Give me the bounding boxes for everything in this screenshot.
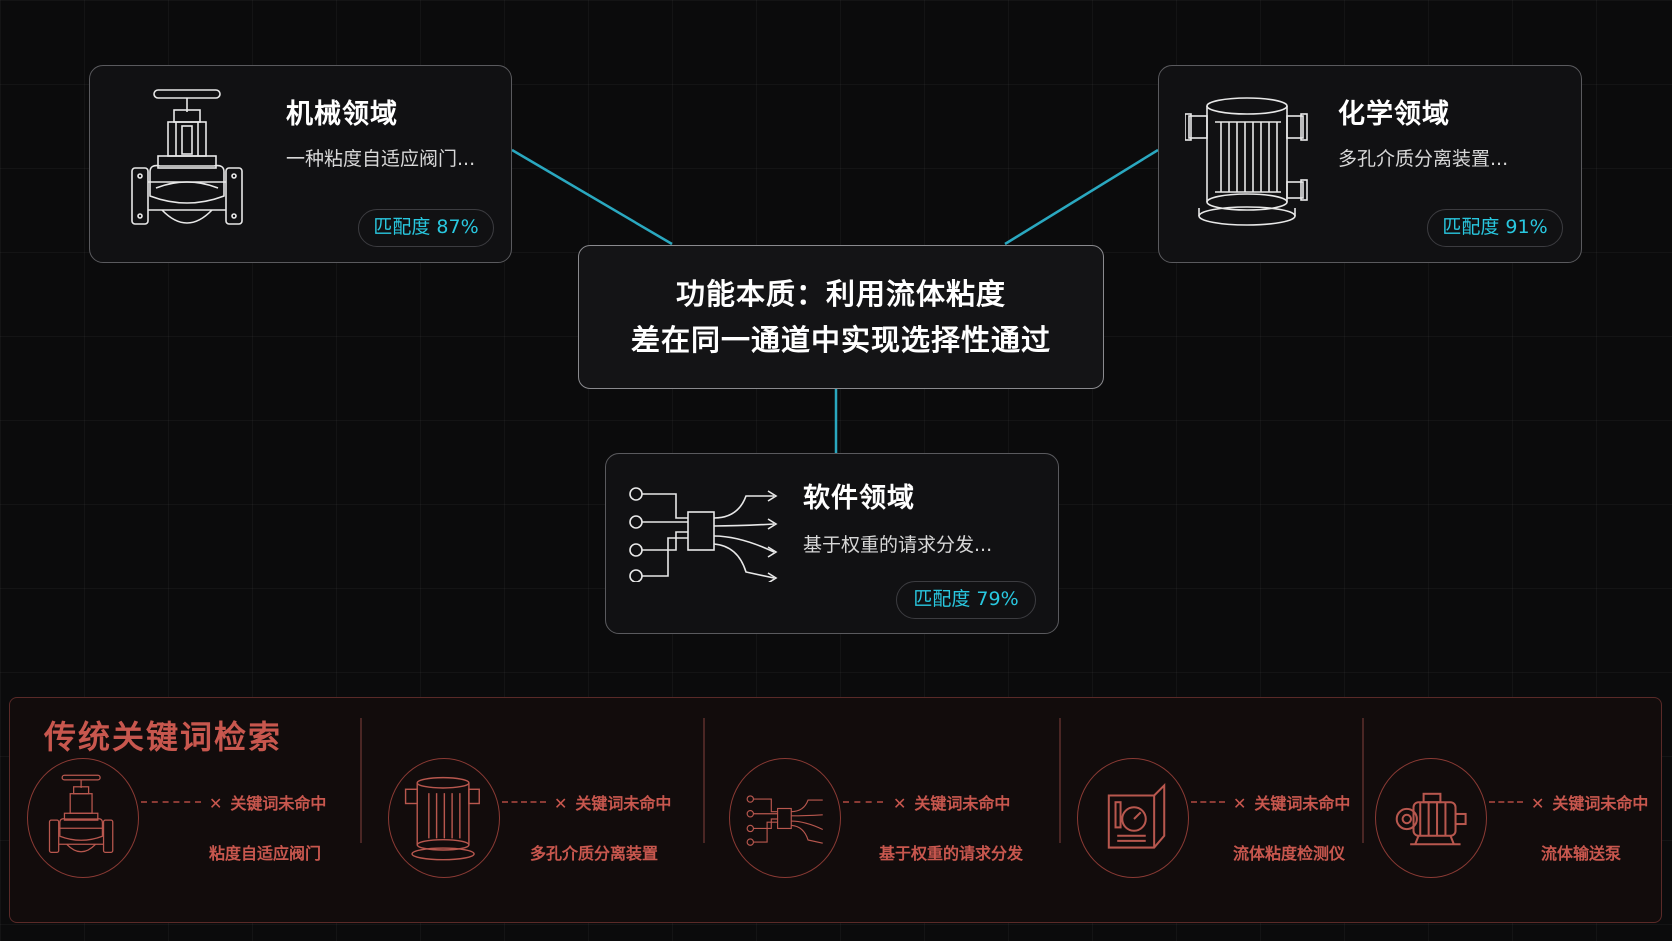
keyword-miss-label: ✕关键词未命中 (209, 794, 327, 813)
match-badge: 匹配度 91% (1427, 209, 1563, 247)
keyword-text: 流体粘度检测仪 (1233, 844, 1346, 863)
core-function-line-1: 功能本质：利用流体粘度 (675, 277, 1006, 311)
core-function-box: 功能本质：利用流体粘度 差在同一通道中实现选择性通过 (578, 245, 1104, 389)
cross-icon: ✕ (1233, 794, 1247, 813)
card-title: 机械领域 (286, 99, 398, 130)
request-distribution-icon (729, 758, 841, 878)
panel-title: 传统关键词检索 (44, 718, 283, 756)
cross-icon: ✕ (209, 794, 223, 813)
match-badge: 匹配度 79% (896, 581, 1036, 619)
dashed-connector (141, 801, 201, 803)
valve-icon (27, 758, 139, 878)
card-description: 多孔介质分离装置... (1338, 148, 1509, 170)
dashed-connector (1489, 801, 1523, 803)
dashed-connector (502, 801, 546, 803)
keyword-text: 粘度自适应阀门 (209, 844, 322, 863)
keyword-text: 多孔介质分离装置 (530, 844, 659, 863)
dashed-connector (1191, 801, 1225, 803)
cross-icon: ✕ (554, 794, 568, 813)
viscometer-icon (1077, 758, 1189, 878)
keyword-miss-label: ✕关键词未命中 (1233, 794, 1351, 813)
card-title: 化学领域 (1338, 99, 1450, 130)
traditional-search-panel: 传统关键词检索 ✕关键词未命中 粘度自适应阀门 (9, 697, 1662, 923)
separator-icon (388, 758, 500, 878)
card-description: 基于权重的请求分发... (803, 534, 993, 556)
core-function-line-2: 差在同一通道中实现选择性通过 (630, 323, 1051, 357)
pump-icon (1375, 758, 1487, 878)
search-result-item: ✕关键词未命中 流体输送泵 (1375, 758, 1655, 888)
divider (1059, 718, 1061, 843)
keyword-text: 流体输送泵 (1541, 844, 1622, 863)
software-domain-card[interactable]: 软件领域 基于权重的请求分发... 匹配度 79% (605, 453, 1059, 634)
card-title: 软件领域 (803, 483, 915, 514)
valve-icon (131, 89, 243, 225)
cross-icon: ✕ (893, 794, 907, 813)
keyword-miss-label: ✕关键词未命中 (1531, 794, 1649, 813)
card-description: 一种粘度自适应阀门... (286, 148, 476, 170)
divider (703, 718, 705, 843)
separator-icon (1185, 97, 1308, 226)
match-badge: 匹配度 87% (358, 209, 494, 247)
divider (360, 718, 362, 843)
search-result-item: ✕关键词未命中 粘度自适应阀门 (27, 758, 347, 888)
cross-icon: ✕ (1531, 794, 1545, 813)
dashed-connector (843, 801, 883, 803)
chemical-domain-card[interactable]: 化学领域 多孔介质分离装置... 匹配度 91% (1158, 65, 1582, 263)
request-distribution-icon (629, 487, 778, 582)
search-result-item: ✕关键词未命中 多孔介质分离装置 (388, 758, 688, 888)
search-result-item: ✕关键词未命中 基于权重的请求分发 (729, 758, 1049, 888)
keyword-miss-label: ✕关键词未命中 (554, 794, 672, 813)
mechanical-domain-card[interactable]: 机械领域 一种粘度自适应阀门... 匹配度 87% (89, 65, 512, 263)
keyword-text: 基于权重的请求分发 (879, 844, 1024, 863)
divider (1362, 718, 1364, 843)
search-result-item: ✕关键词未命中 流体粘度检测仪 (1077, 758, 1357, 888)
keyword-miss-label: ✕关键词未命中 (893, 794, 1011, 813)
